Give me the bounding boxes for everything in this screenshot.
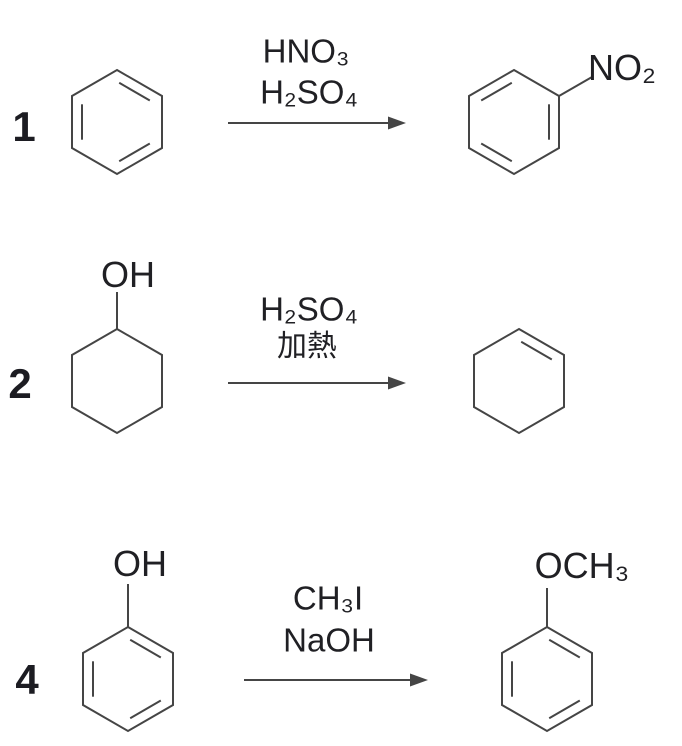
benzene-structure [71,68,163,176]
substituent-bond [558,76,593,97]
reaction-1-structures [71,68,593,176]
cyclohexanol-structure [71,292,163,435]
reagent-label-line1: H₂SO₄ [260,290,358,328]
reaction-arrow [244,673,428,687]
hexagon-ring [71,327,163,435]
reaction-arrow [228,376,406,390]
substituent-label-och3: OCH₃ [534,545,630,586]
hexagon-ring [82,625,174,733]
substituent-label-oh: OH [101,254,155,295]
double-bond-line [129,699,162,720]
double-bond-line [480,142,513,163]
reagent-label-line2: 加熱 [277,330,337,363]
reaction-2-structures [71,292,565,435]
arrow-head [388,376,406,390]
double-bond-line [129,638,162,659]
nitrobenzene-structure [468,68,593,176]
substituent-label-oh: OH [113,543,167,584]
cyclohexene-structure [473,327,565,435]
double-bond-line [118,142,151,163]
reagent-label-line1: HNO₃ [262,32,350,70]
hexagon-ring [473,327,565,435]
hexagon-ring [468,68,560,176]
anisole-structure [501,588,593,733]
reaction-4-structures [82,584,593,733]
double-bond-line [118,81,151,102]
double-bond-line [548,638,581,659]
reaction-number: 2 [8,360,32,407]
reaction-number: 4 [15,656,39,703]
hexagon-ring [501,625,593,733]
double-bond-line [548,699,581,720]
arrow-head [410,673,428,687]
reagent-label-line2: NaOH [283,621,375,659]
hexagon-ring [71,68,163,176]
reagent-label-line2: H₂SO₄ [260,73,358,111]
arrow-head [388,116,406,130]
reaction-arrow [228,116,406,130]
double-bond-line [520,340,553,361]
phenol-structure [82,584,174,733]
double-bond-line [480,81,513,102]
reaction-number: 1 [12,103,36,150]
reagent-label-line1: CH₃I [292,579,364,617]
substituent-label-no2: NO₂ [588,47,656,88]
